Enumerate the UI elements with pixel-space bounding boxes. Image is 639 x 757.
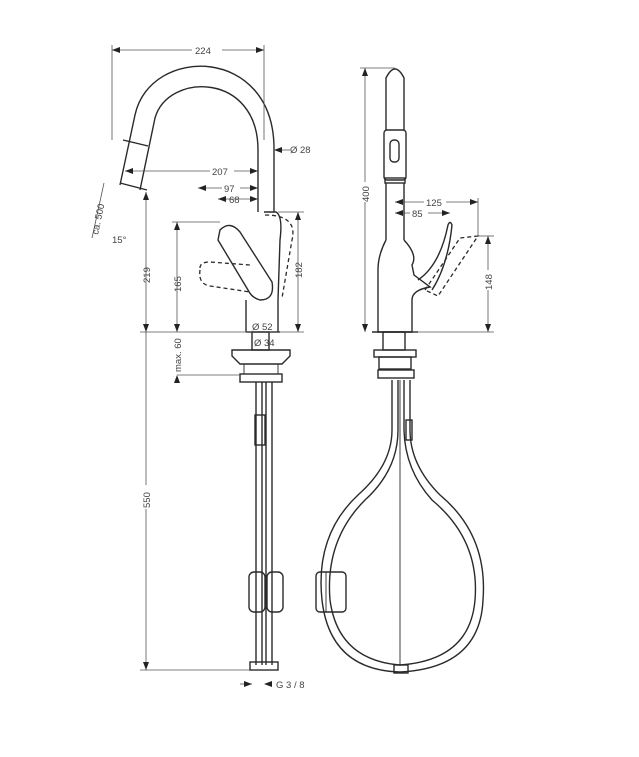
dim-d52: Ø 52 — [252, 322, 273, 333]
dim-165: 165 — [173, 276, 184, 292]
dim-85: 85 — [412, 209, 423, 220]
dim-400: 400 — [361, 186, 372, 202]
dim-15deg: 15° — [112, 235, 127, 246]
dim-68: 68 — [229, 195, 240, 206]
dim-207: 207 — [212, 167, 228, 178]
front-view: 224 Ø 28 207 97 68 ca. 500 15° 219 165 — [90, 44, 311, 691]
dim-148: 148 — [484, 274, 495, 290]
dim-d34: Ø 34 — [254, 338, 275, 349]
dim-219: 219 — [142, 267, 153, 283]
dim-125: 125 — [426, 198, 442, 209]
dim-g38: G 3 / 8 — [276, 680, 305, 691]
dim-d28: Ø 28 — [290, 145, 311, 156]
side-view: 400 125 85 148 — [315, 67, 495, 674]
dim-max60: max. 60 — [173, 338, 184, 372]
dim-182: 182 — [294, 262, 305, 278]
dim-550: 550 — [142, 492, 153, 508]
dim-97: 97 — [224, 184, 235, 195]
dim-ca500: ca. 500 — [90, 203, 107, 236]
dim-224: 224 — [195, 46, 211, 57]
